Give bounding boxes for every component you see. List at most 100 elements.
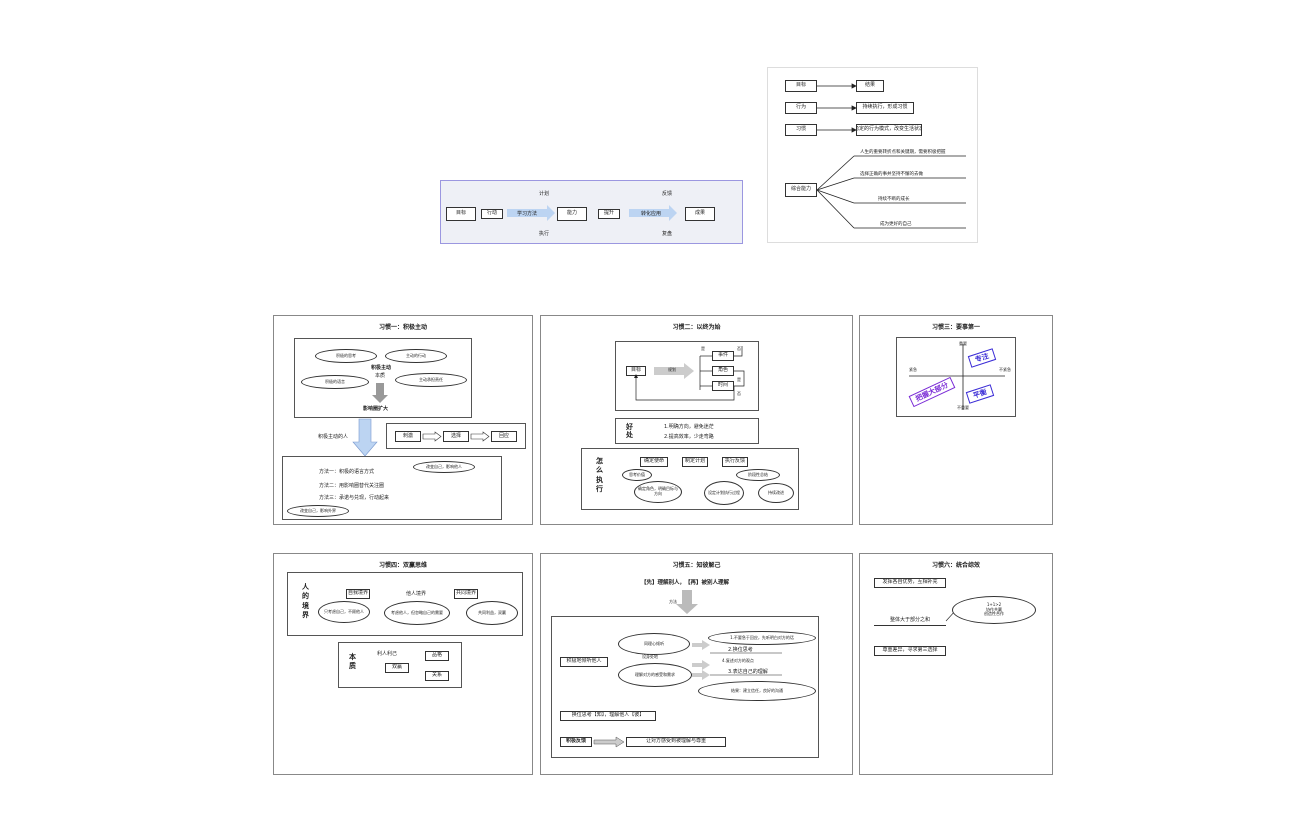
habit5-arrows <box>692 640 782 680</box>
habit2-right-box-1: 事件 <box>712 351 734 361</box>
flow-arrow-label-2: 转化应用 <box>641 211 662 217</box>
habit4-ellipse-3: 共同利益，双赢 <box>466 601 518 625</box>
habit2-mark-4: 否 <box>737 391 741 396</box>
habit4-ellipse-2: 考虑他人，但忽略自己的需要 <box>384 601 450 625</box>
habit5-ellipse-1: 同理心倾听 <box>618 633 690 655</box>
habit4-sub-right-2: 关系 <box>425 671 449 681</box>
habit4-ellipse-1: 只考虑自己，不顾他人 <box>318 601 370 623</box>
flow-arrow-label-1: 学习方法 <box>517 211 538 217</box>
habit5-arrow-label: 方法 <box>669 599 677 604</box>
habit4-sub-right-1: 品格 <box>425 651 449 661</box>
habit4-level-3: 共同境界 <box>454 589 478 599</box>
habit1-note-1: 改变自己，影响他人 <box>413 461 475 473</box>
habit6-ellipse-line-2: 协作共赢 <box>986 606 1002 612</box>
habit2-arrows <box>634 346 745 401</box>
habit1-method-3: 方法三：承诺与兑现，行动起来 <box>319 495 390 501</box>
habit6-ellipse: 1+1>2 协作共赢 创造性合作 <box>952 596 1036 624</box>
flow-node-4: 提升 <box>598 209 620 219</box>
habit5-left-box: 积极地倾听他人 <box>560 657 608 667</box>
habit1-chain-arrows <box>422 431 490 442</box>
mindmap-right-6: 持续不断的成长 <box>878 197 910 202</box>
habit1-left-label: 积极主动的人 <box>318 434 349 440</box>
habit3-axes <box>909 344 1005 410</box>
habit2-mark-3: 是 <box>737 377 741 382</box>
mindmap-right-1: 结果 <box>856 80 884 92</box>
panel-habit-5: 习惯五：知彼解己 【先】理解别人，【再】被别人理解 方法 积极地倾听他人 同理心… <box>540 553 853 775</box>
habit1-chain-1: 刺激 <box>395 431 421 442</box>
habit4-sub-mid: 双赢 <box>385 663 409 673</box>
habit4-sub-label: 利人利己 <box>377 651 398 657</box>
habit5-ellipse-2: 设身处地 <box>642 654 658 659</box>
habit2-benefit-box: 好处 1.明确方向，避免迷茫 2.提高效率，少走弯路 <box>615 418 759 444</box>
habit2-how-ellipse-5: 持续改进 <box>758 483 794 503</box>
flow-node-3: 能力 <box>557 207 587 221</box>
habit5-rbox-3: 3.表达自己的理解 <box>728 669 768 675</box>
flow-arrows <box>507 205 677 221</box>
flow-node-5: 成果 <box>685 207 715 221</box>
habit1-method-box: 方法一：积极的语言方式 方法二：用影响圈替代关注圈 方法三：承诺与兑现，行动起来… <box>282 456 502 520</box>
mindmap-left-4: 综合能力 <box>785 183 817 197</box>
mindmap-diagram: 目标 行为 习惯 综合能力 结果 持续执行，形成习惯 稳定的行为模式，改变生活状… <box>767 67 978 243</box>
habit4-sub-title: 本质 <box>349 653 356 671</box>
habit1-ellipse-2: 主动的行动 <box>385 349 447 363</box>
habit3-axis-left: 紧急 <box>909 367 917 372</box>
flow-diagram: 目标 行动 学习方法 能力 提升 转化应用 成果 计划 反馈 执行 复盘 <box>440 180 743 244</box>
habit4-side-title: 人的境界 <box>302 583 309 620</box>
panel-habit-2: 习惯二：以终为始 目标 规划 事件 角色 时间 是 否 是 否 好处 1.明确方… <box>540 315 853 525</box>
habit2-how-box: 怎么执行 确定使命 制定计划 执行反馈 思考价值 确定角色，明确目标与方向 设定… <box>581 448 799 510</box>
habit3-axis-bottom: 不重要 <box>957 405 969 410</box>
habit4-level-2: 他人境界 <box>406 591 427 597</box>
flow-label-above-2: 反馈 <box>662 191 673 197</box>
habit6-item-1: 发挥各自优势，互相补充 <box>874 578 946 588</box>
habit4-essence-box: 本质 利人利己 双赢 品格 关系 <box>338 642 462 688</box>
habit2-benefit-2: 2.提高效率，少走弯路 <box>664 434 714 440</box>
mindmap-right-5: 选择正确的事并坚持不懈的去做 <box>860 172 923 177</box>
habit2-benefit-title: 好处 <box>626 423 633 439</box>
mindmap-right-7: 成为更好的自己 <box>880 222 912 227</box>
habit1-chain-2: 选择 <box>443 431 469 442</box>
panel-habit-6: 习惯六：统合综效 发挥各自优势，互相补充 整体大于部分之和 尊重差异，寻求第三选… <box>859 553 1053 775</box>
flow-node-2: 行动 <box>481 209 503 219</box>
panel-title: 习惯三：要事第一 <box>931 324 980 331</box>
habit2-how-ellipse-3: 设定计划执行过程 <box>704 481 744 505</box>
habit5-down-arrow <box>676 590 698 614</box>
habit3-axis-top: 重要 <box>959 341 967 346</box>
mindmap-left-2: 行为 <box>785 102 817 114</box>
flow-label-below-2: 复盘 <box>662 231 673 237</box>
habit2-mid-arrow-label: 规划 <box>668 367 676 372</box>
habit2-how-title: 怎么执行 <box>596 457 603 494</box>
habit1-center-1: 积极主动 <box>371 365 392 371</box>
habit5-method-box: 积极地倾听他人 同理心倾听 设身处地 理解对方的感受和需求 1.不要急于回应，先… <box>551 616 819 758</box>
habit2-right-box-3: 时间 <box>712 381 734 391</box>
habit6-ellipse-line-3: 创造性合作 <box>984 611 1004 617</box>
habit2-right-box-2: 角色 <box>712 366 734 376</box>
habit1-method-1: 方法一：积极的语言方式 <box>319 469 375 475</box>
habit5-rbox-1: 1.不要急于回应，先听明白对方的话 <box>708 631 816 645</box>
mindmap-lines <box>816 83 966 229</box>
panel-habit-1: 习惯一：积极主动 积极的思考 主动的行动 积极的语言 主动承担责任 积极主动 本… <box>273 315 533 525</box>
habit1-ellipse-3: 积极的语言 <box>301 375 369 389</box>
panel-title: 习惯四：双赢思维 <box>378 562 427 569</box>
habit5-rbox-2: 2.换位思考 <box>728 647 753 653</box>
habit1-method-2: 方法二：用影响圈替代关注圈 <box>319 483 385 489</box>
habit1-bottom-label: 影响圈扩大 <box>363 406 389 412</box>
habit5-result: 结果：建立信任，良好的沟通 <box>698 681 816 701</box>
flow-label-above-1: 计划 <box>539 191 550 197</box>
habit3-matrix: 重要 不重要 紧急 不紧急 专注 平衡 把握大部分 <box>896 337 1016 417</box>
habit2-how-box-1: 确定使命 <box>640 457 668 467</box>
habit2-diagram-box: 目标 规划 事件 角色 时间 是 否 是 否 <box>615 341 759 411</box>
habit5-rbox-4: 4.复述对方的观点 <box>722 658 754 663</box>
habit5-ellipse-3: 理解对方的感受和需求 <box>618 663 692 687</box>
habit5-row2: 换位思考【知】，理解他人【彼】 <box>560 711 656 721</box>
panel-habit-3: 习惯三：要事第一 重要 不重要 紧急 不紧急 专注 平衡 把握大部分 <box>859 315 1053 525</box>
panel-title: 习惯一：积极主动 <box>378 324 427 331</box>
habit5-subtitle: 【先】理解别人，【再】被别人理解 <box>641 580 730 586</box>
habit1-big-arrow <box>352 418 378 457</box>
flow-label-below-1: 执行 <box>539 231 550 237</box>
habit1-chain-3: 回应 <box>491 431 517 442</box>
habit4-levels-box: 人的境界 自我境界 他人境界 共同境界 只考虑自己，不顾他人 考虑他人，但忽略自… <box>287 572 523 636</box>
habit2-how-ellipse-1: 思考价值 <box>622 469 652 481</box>
panel-title: 习惯六：统合综效 <box>931 562 980 569</box>
habit1-note-2: 改变自己，影响外界 <box>287 505 349 517</box>
mindmap-right-4: 人生的重要转折点和关键期，需要积极把握 <box>860 150 946 155</box>
